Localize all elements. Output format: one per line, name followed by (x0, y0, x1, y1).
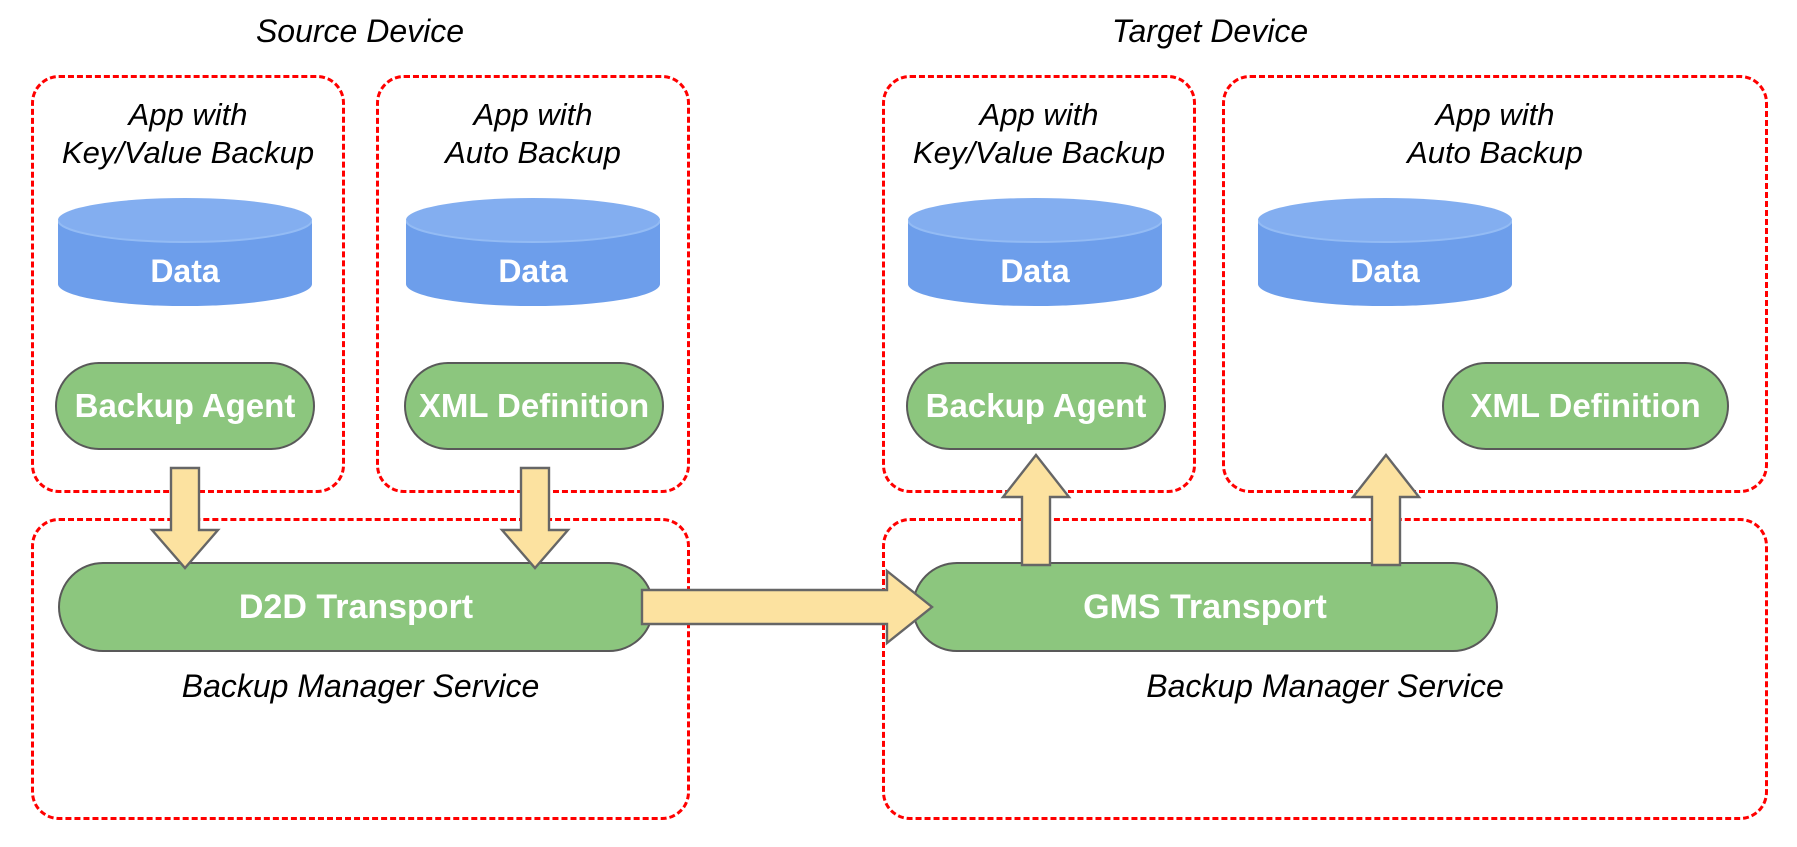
cylinder-icon (406, 198, 660, 306)
arrow-right-icon (640, 568, 934, 646)
arrow-down-source-xml-definition (499, 466, 571, 570)
arrow-up-target-xml-definition (1350, 453, 1422, 567)
service-box-target (882, 518, 1768, 820)
component-xml-definition-source[interactable]: XML Definition (404, 362, 664, 450)
service-box-source (31, 518, 690, 820)
arrow-up-icon (1350, 453, 1422, 567)
app-label-line1: App with (979, 97, 1099, 132)
data-cylinder-label: Data (1000, 253, 1070, 289)
arrow-down-icon (149, 466, 221, 570)
app-box-target-auto (1222, 75, 1768, 493)
app-label-source-key-value: App with Key/Value Backup (31, 96, 345, 172)
service-label-source: Backup Manager Service (181, 668, 540, 704)
transport-gms[interactable]: GMS Transport (912, 562, 1498, 652)
app-label-line1: App with (128, 97, 248, 132)
data-cylinder-label: Data (498, 253, 568, 289)
data-cylinder-label: Data (1350, 253, 1420, 289)
cylinder-icon (58, 198, 312, 306)
service-label-target: Backup Manager Service (1146, 668, 1504, 704)
component-backup-agent-source[interactable]: Backup Agent (55, 362, 315, 450)
app-label-line2: Key/Value Backup (61, 134, 315, 170)
arrow-up-icon (1000, 453, 1072, 567)
app-label-line2: Key/Value Backup (912, 134, 1166, 170)
arrow-down-icon (499, 466, 571, 570)
app-label-target-key-value: App with Key/Value Backup (882, 96, 1196, 172)
cylinder-icon (1258, 198, 1512, 306)
app-label-source-auto: App with Auto Backup (376, 96, 690, 172)
target-device-title: Target Device (1111, 13, 1309, 49)
cylinder-icon (908, 198, 1162, 306)
app-label-line1: App with (1435, 97, 1555, 132)
app-label-line2: Auto Backup (445, 134, 621, 170)
arrow-up-target-backup-agent (1000, 453, 1072, 567)
data-cylinder-label: Data (150, 253, 220, 289)
transport-d2d[interactable]: D2D Transport (58, 562, 654, 652)
arrow-down-source-backup-agent (149, 466, 221, 570)
data-cylinder-source-auto: Data (406, 198, 660, 306)
arrow-right-transport-link (640, 568, 934, 646)
app-label-line1: App with (473, 97, 593, 132)
data-cylinder-target-auto: Data (1258, 198, 1512, 306)
data-cylinder-target-key-value: Data (908, 198, 1162, 306)
component-backup-agent-target[interactable]: Backup Agent (906, 362, 1166, 450)
app-label-target-auto: App with Auto Backup (1222, 96, 1768, 172)
data-cylinder-source-key-value: Data (58, 198, 312, 306)
source-device-title: Source Device (255, 13, 465, 49)
app-label-line2: Auto Backup (1407, 134, 1583, 170)
component-xml-definition-target[interactable]: XML Definition (1442, 362, 1729, 450)
